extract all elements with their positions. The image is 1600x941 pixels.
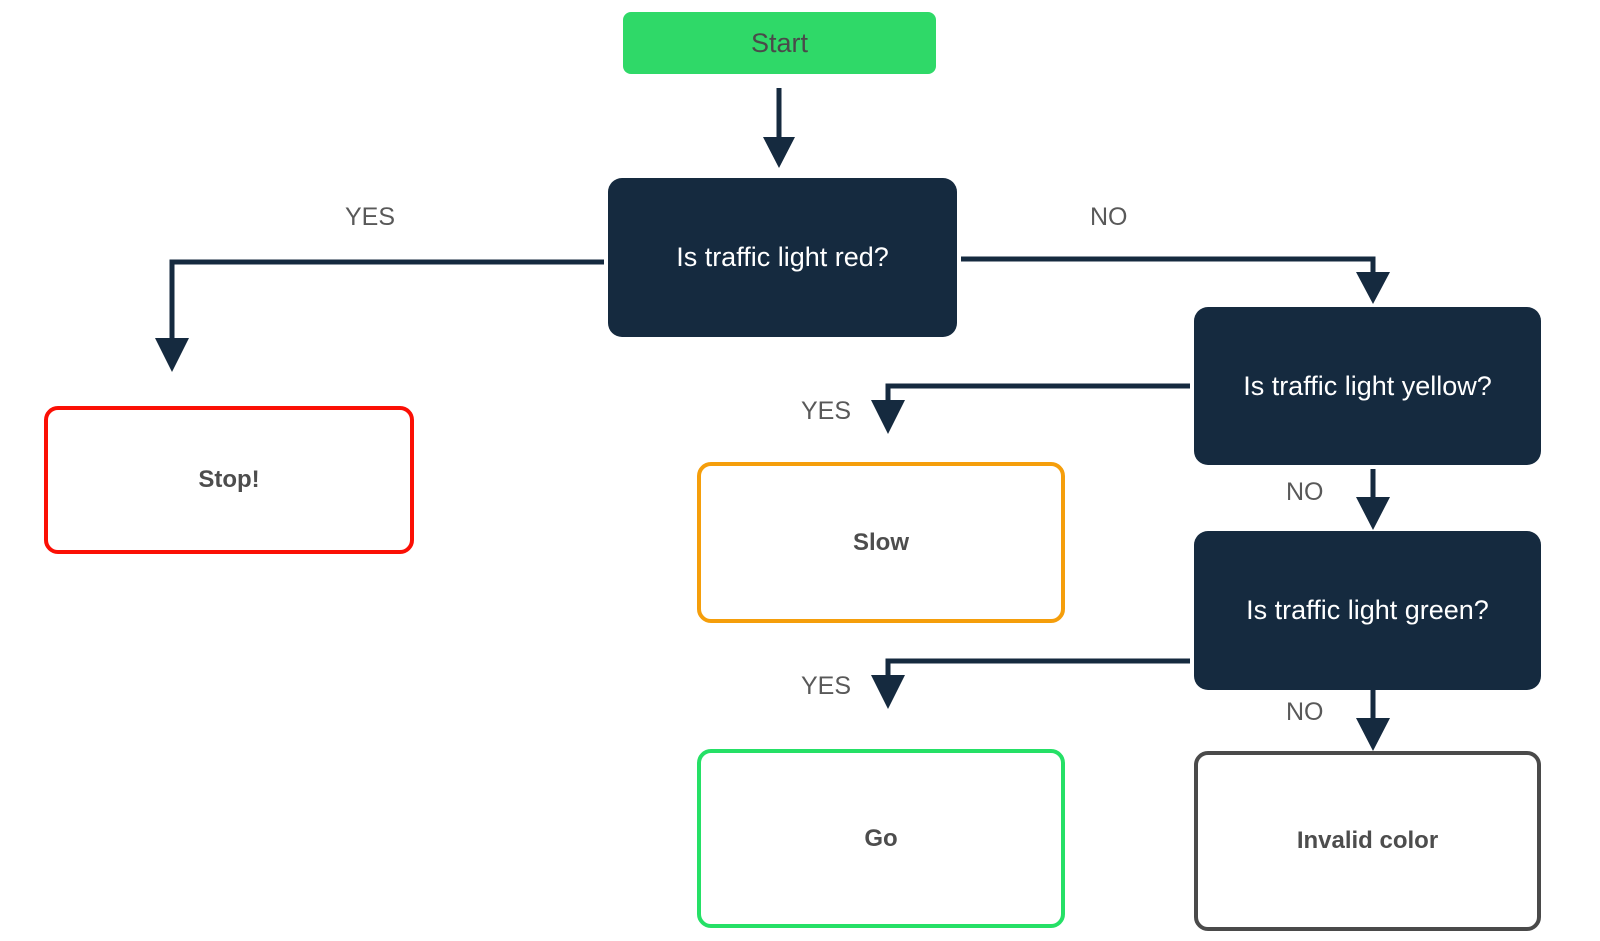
- connector-red-yes-stop: [155, 259, 604, 372]
- node-terminal-slow[interactable]: Slow: [697, 462, 1065, 623]
- node-slow-label: Slow: [852, 528, 909, 556]
- node-decision-red-label: Is traffic light red?: [676, 242, 889, 272]
- edge-label-yellow-yes: YES: [801, 397, 852, 425]
- connector-start-to-red: [763, 88, 795, 168]
- node-stop-label: Stop!: [198, 466, 260, 493]
- node-terminal-go[interactable]: Go: [697, 749, 1065, 928]
- node-decision-is-traffic-light-yellow[interactable]: Is traffic light yellow?: [1194, 307, 1541, 465]
- node-decision-is-traffic-light-red[interactable]: Is traffic light red?: [608, 178, 957, 337]
- node-decision-yellow-label: Is traffic light yellow?: [1243, 370, 1492, 401]
- node-terminal-invalid-color[interactable]: Invalid color: [1194, 751, 1541, 931]
- node-start[interactable]: Start: [623, 12, 936, 74]
- node-terminal-stop[interactable]: Stop!: [44, 406, 414, 554]
- connector-yellow-no-green: [1356, 469, 1390, 530]
- node-go-label: Go: [864, 824, 898, 852]
- connector-green-yes-go: [871, 658, 1190, 709]
- node-decision-is-traffic-light-green[interactable]: Is traffic light green?: [1194, 531, 1541, 690]
- edge-label-green-yes: YES: [801, 672, 852, 700]
- edge-label-yellow-no: NO: [1286, 478, 1324, 506]
- edge-label-red-no: NO: [1090, 203, 1128, 231]
- node-invalid-label: Invalid color: [1296, 827, 1439, 854]
- connector-yellow-yes-slow: [871, 383, 1190, 434]
- node-decision-green-label: Is traffic light green?: [1246, 595, 1489, 625]
- connector-red-no-yellow: [961, 256, 1390, 304]
- connector-green-no-invalid: [1356, 690, 1390, 751]
- edge-label-green-no: NO: [1286, 698, 1324, 726]
- node-start-label: Start: [750, 27, 809, 58]
- edge-label-red-yes: YES: [345, 203, 396, 231]
